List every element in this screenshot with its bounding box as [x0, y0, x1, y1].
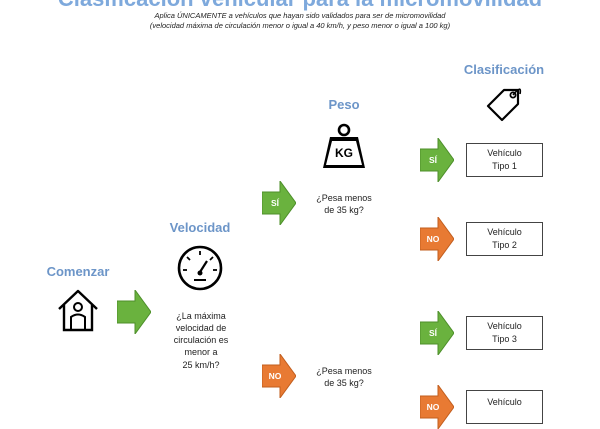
arrow-weight1-no: NO [420, 217, 454, 261]
result-box-type-3: Vehículo Tipo 3 [466, 316, 543, 350]
weight-icon-label: KG [335, 146, 353, 160]
speed-question: ¿La máxima velocidad de circulación es m… [173, 311, 229, 370]
weight-question-top: ¿Pesa menos de 35 kg? [316, 193, 372, 216]
scope-note-line-2: (velocidad máxima de circulación menor o… [149, 21, 451, 30]
stage-start-heading: Comenzar [46, 264, 110, 279]
tag-icon [484, 84, 526, 124]
arrow-weight1-yes: SÍ [420, 138, 454, 182]
arrow-speed-no: NO [262, 354, 296, 398]
scope-note-line-1: Aplica ÚNICAMENTE a vehículos que hayan … [154, 11, 446, 20]
result-box-type-1: Vehículo Tipo 1 [466, 143, 543, 177]
weight-kg-icon: KG [320, 122, 368, 170]
result-box-type-2: Vehículo Tipo 2 [466, 222, 543, 256]
speedometer-icon [177, 245, 223, 291]
arrow-weight2-yes: SÍ [420, 311, 454, 355]
arrow-start [117, 290, 151, 334]
diagram-title: Clasificación vehicular para la micromov… [0, 0, 600, 12]
arrow-speed-yes: SÍ [262, 181, 296, 225]
weight-question-bottom: ¿Pesa menos de 35 kg? [316, 366, 372, 389]
stage-weight-heading: Peso [328, 97, 360, 112]
stage-speed-heading: Velocidad [169, 220, 231, 235]
stage-classification-heading: Clasificación [463, 62, 545, 77]
arrow-weight2-no: NO [420, 385, 454, 429]
house-icon [55, 287, 101, 333]
result-box-type-4: Vehículo [466, 390, 543, 424]
